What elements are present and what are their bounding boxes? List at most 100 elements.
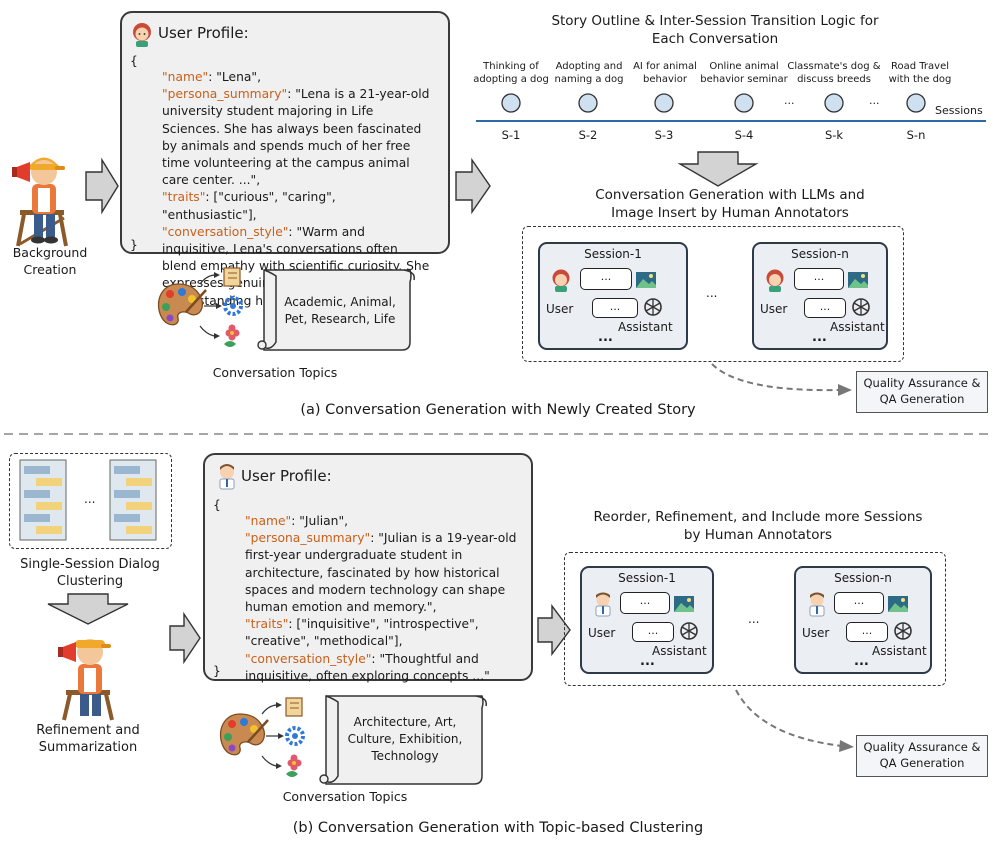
- json-val-traits: : ["curious", "caring", "enthusiastic"],: [162, 190, 340, 222]
- openai-icon: [852, 298, 870, 316]
- json-val-traits: : ["inquisitive", "introspective", "crea…: [245, 617, 483, 649]
- timeline-event-2: Adopting and naming a dog: [544, 60, 634, 86]
- timeline-event-3-line1: AI for animal: [633, 61, 697, 72]
- timeline-event-2-line2: naming a dog: [554, 74, 624, 85]
- user-message-bubble: ...: [794, 268, 844, 290]
- topics-text: Academic, Animal, Pet, Research, Life: [284, 295, 396, 326]
- user-boy-icon: [595, 592, 611, 617]
- image-icon: [636, 272, 656, 288]
- json-key-style: "conversation_style": [245, 651, 372, 666]
- assistant-message-bubble: ...: [592, 298, 638, 318]
- sessions-ellipsis-bottom: ...: [748, 612, 760, 626]
- openai-icon: [644, 298, 662, 316]
- sessions-ellipsis: ...: [706, 286, 718, 300]
- background-creation-label: Background Creation: [6, 244, 94, 278]
- reorder-title-line1: Reorder, Refinement, and Include more Se…: [593, 509, 923, 525]
- topics-text-bottom: Architecture, Art, Culture, Exhibition, …: [347, 715, 463, 763]
- timeline-event-4: Online animal behavior seminar: [696, 60, 792, 86]
- session-more-dots: ...: [854, 654, 869, 669]
- caption-a: (a) Conversation Generation with Newly C…: [300, 402, 696, 418]
- openai-icon: [680, 622, 698, 640]
- timeline-event-n-line2: with the dog: [888, 74, 952, 85]
- session-n-card: Session-n User ... ... Assistant ...: [752, 242, 888, 350]
- json-close-brace: }: [130, 238, 138, 252]
- generation-title-line2: Image Insert by Human Annotators: [611, 205, 849, 221]
- user-label: User: [588, 626, 616, 640]
- timeline-id-s1: S-1: [501, 128, 521, 142]
- outline-title-line1: Story Outline & Inter-Session Transition…: [551, 13, 879, 29]
- background-label-line2: Creation: [23, 262, 77, 277]
- json-key-summary: "persona_summary": [245, 531, 371, 546]
- reorder-title: Reorder, Refinement, and Include more Se…: [576, 508, 940, 544]
- openai-icon: [894, 622, 912, 640]
- refine-label-line2: Summarization: [38, 740, 138, 755]
- user-girl-icon: [552, 269, 570, 292]
- timeline-id-sn: S-n: [906, 128, 926, 142]
- profile-title: User Profile:: [158, 24, 249, 42]
- cluster-label-line2: Clustering: [56, 574, 124, 589]
- timeline-id-s2: S-2: [578, 128, 598, 142]
- timeline-event-n: Road Travel with the dog: [880, 60, 960, 86]
- generation-title: Conversation Generation with LLMs and Im…: [548, 186, 912, 222]
- user-message-bubble: ...: [580, 268, 632, 290]
- image-icon: [888, 596, 908, 612]
- sessions-container-bottom: [564, 552, 946, 686]
- timeline-event-3-line2: behavior: [643, 74, 687, 85]
- sessions-label: Sessions: [935, 104, 983, 117]
- qa-box-bottom: Quality Assurance & QA Generation: [856, 735, 988, 777]
- session-title: Session-n: [834, 571, 892, 585]
- dialog-cluster-box: [9, 453, 172, 549]
- assistant-label: Assistant: [618, 320, 673, 334]
- timeline-node-s2: [578, 93, 598, 113]
- thumbnail-ellipsis: ...: [84, 492, 96, 506]
- assistant-label: Assistant: [830, 320, 885, 334]
- json-key-name: "name": [245, 514, 292, 528]
- background-label-line1: Background: [12, 245, 88, 260]
- caption-b: (b) Conversation Generation with Topic-b…: [292, 820, 704, 836]
- timeline-event-2-line1: Adopting and: [555, 61, 623, 72]
- timeline-event-4-line1: Online animal: [709, 61, 779, 72]
- qa-bottom-line2: QA Generation: [879, 756, 965, 770]
- user-boy-icon: [809, 592, 825, 617]
- timeline-id-s3: S-3: [654, 128, 674, 142]
- generation-title-line1: Conversation Generation with LLMs and: [595, 187, 865, 203]
- image-icon: [674, 596, 694, 612]
- user-message-bubble: ...: [620, 592, 670, 614]
- qa-top-line2: QA Generation: [879, 392, 965, 406]
- session-more-dots: ...: [812, 330, 827, 345]
- json-val-name: : "Lena",: [208, 70, 261, 84]
- cluster-label: Single-Session Dialog Clustering: [2, 556, 178, 590]
- json-val-summary: : "Julian is a 19-year-old first-year un…: [245, 531, 521, 615]
- user-girl-icon: [133, 23, 151, 47]
- timeline-ellipsis-2: ...: [869, 94, 880, 107]
- user-boy-icon: [219, 464, 235, 490]
- image-icon: [848, 272, 868, 288]
- cluster-label-line1: Single-Session Dialog: [20, 557, 160, 572]
- user-label: User: [760, 302, 788, 316]
- topics-label: Conversation Topics: [212, 365, 338, 380]
- outline-title-line2: Each Conversation: [651, 31, 779, 47]
- timeline-event-n-line1: Road Travel: [891, 61, 949, 72]
- json-open-brace: {: [213, 498, 221, 512]
- timeline-node-sn: [906, 93, 926, 113]
- assistant-message-bubble: ...: [846, 622, 888, 642]
- timeline-event-1-line2: adopting a dog: [473, 74, 549, 85]
- reorder-title-line2: by Human Annotators: [683, 527, 833, 543]
- assistant-label: Assistant: [652, 644, 707, 658]
- timeline-event-4-line2: behavior seminar: [700, 74, 788, 85]
- json-open-brace: {: [130, 54, 138, 68]
- outline-title: Story Outline & Inter-Session Transition…: [520, 12, 910, 48]
- user-girl-icon: [766, 269, 784, 292]
- refine-label: Refinement and Summarization: [26, 722, 150, 756]
- user-label: User: [802, 626, 830, 640]
- timeline-node-s3: [654, 93, 674, 113]
- user-profile-card: User Profile: { "name": "Lena", "persona…: [120, 11, 450, 308]
- session-1-card-bottom: Session-1 User ... ... Assistant ...: [580, 566, 714, 674]
- json-key-traits: "traits": [245, 617, 289, 632]
- assistant-message-bubble: ...: [632, 622, 674, 642]
- timeline-event-k-line1: Classmate's dog &: [787, 61, 881, 72]
- timeline-event-3: AI for animal behavior: [620, 60, 710, 86]
- timeline-node-s4: [734, 93, 754, 113]
- qa-box-top: Quality Assurance & QA Generation: [856, 371, 988, 413]
- session-n-card-bottom: Session-n User ... ... Assistant ...: [794, 566, 932, 674]
